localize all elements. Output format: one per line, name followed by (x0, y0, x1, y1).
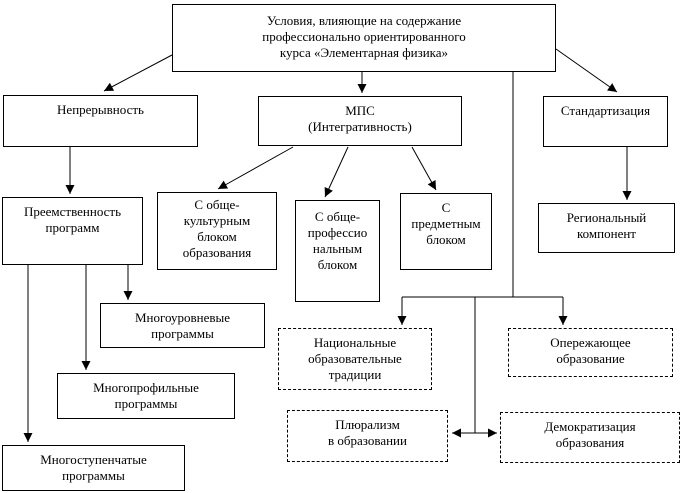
node-mnogoprofilnye-programmy: Многопрофильные программы (57, 373, 235, 419)
arrow-mps-to-predmetnym (411, 146, 437, 191)
arrow-mps-to-obshcheprofessionalnym (324, 146, 349, 198)
node-mps-integrativnost: МПС (Интегративность) (258, 96, 462, 146)
node-regionalny-komponent: Региональный компонент (538, 203, 675, 253)
node-mnogostupenchatye-programmy: Многоступенчатые программы (2, 445, 185, 491)
node-obshchekulturnym-blokom: С обще- культурным блоком образования (157, 192, 277, 270)
node-demokratizatsiya-obrazovaniya: Демократизация образования (500, 412, 680, 463)
node-nepreryvnost: Непрерывность (3, 95, 198, 147)
node-plyuralizm-v-obrazovanii: Плюрализм в образовании (287, 410, 448, 462)
node-standartizatsiya: Стандартизация (543, 96, 668, 147)
node-root-conditions: Условия, влияющие на содержание професси… (172, 4, 556, 72)
node-natsionalnye-traditsii: Национальные образовательные традиции (278, 328, 432, 390)
arrow-root-to-standartizatsiya (555, 48, 618, 93)
node-obshcheprofessionalnym-blokom: С обще- профессио нальным блоком (295, 200, 380, 302)
node-operezhayushchee-obrazovanie: Опережающее образование (508, 328, 673, 377)
arrow-root-to-nepreryvnost (103, 54, 173, 92)
arrow-mps-to-obshchekulturnym (217, 146, 294, 190)
node-predmetnym-blokom: С предметным блоком (400, 193, 492, 270)
node-mnogourovnevye-programmy: Многоуровневые программы (100, 303, 265, 348)
node-preemstvennost-programm: Преемственность программ (2, 197, 143, 265)
